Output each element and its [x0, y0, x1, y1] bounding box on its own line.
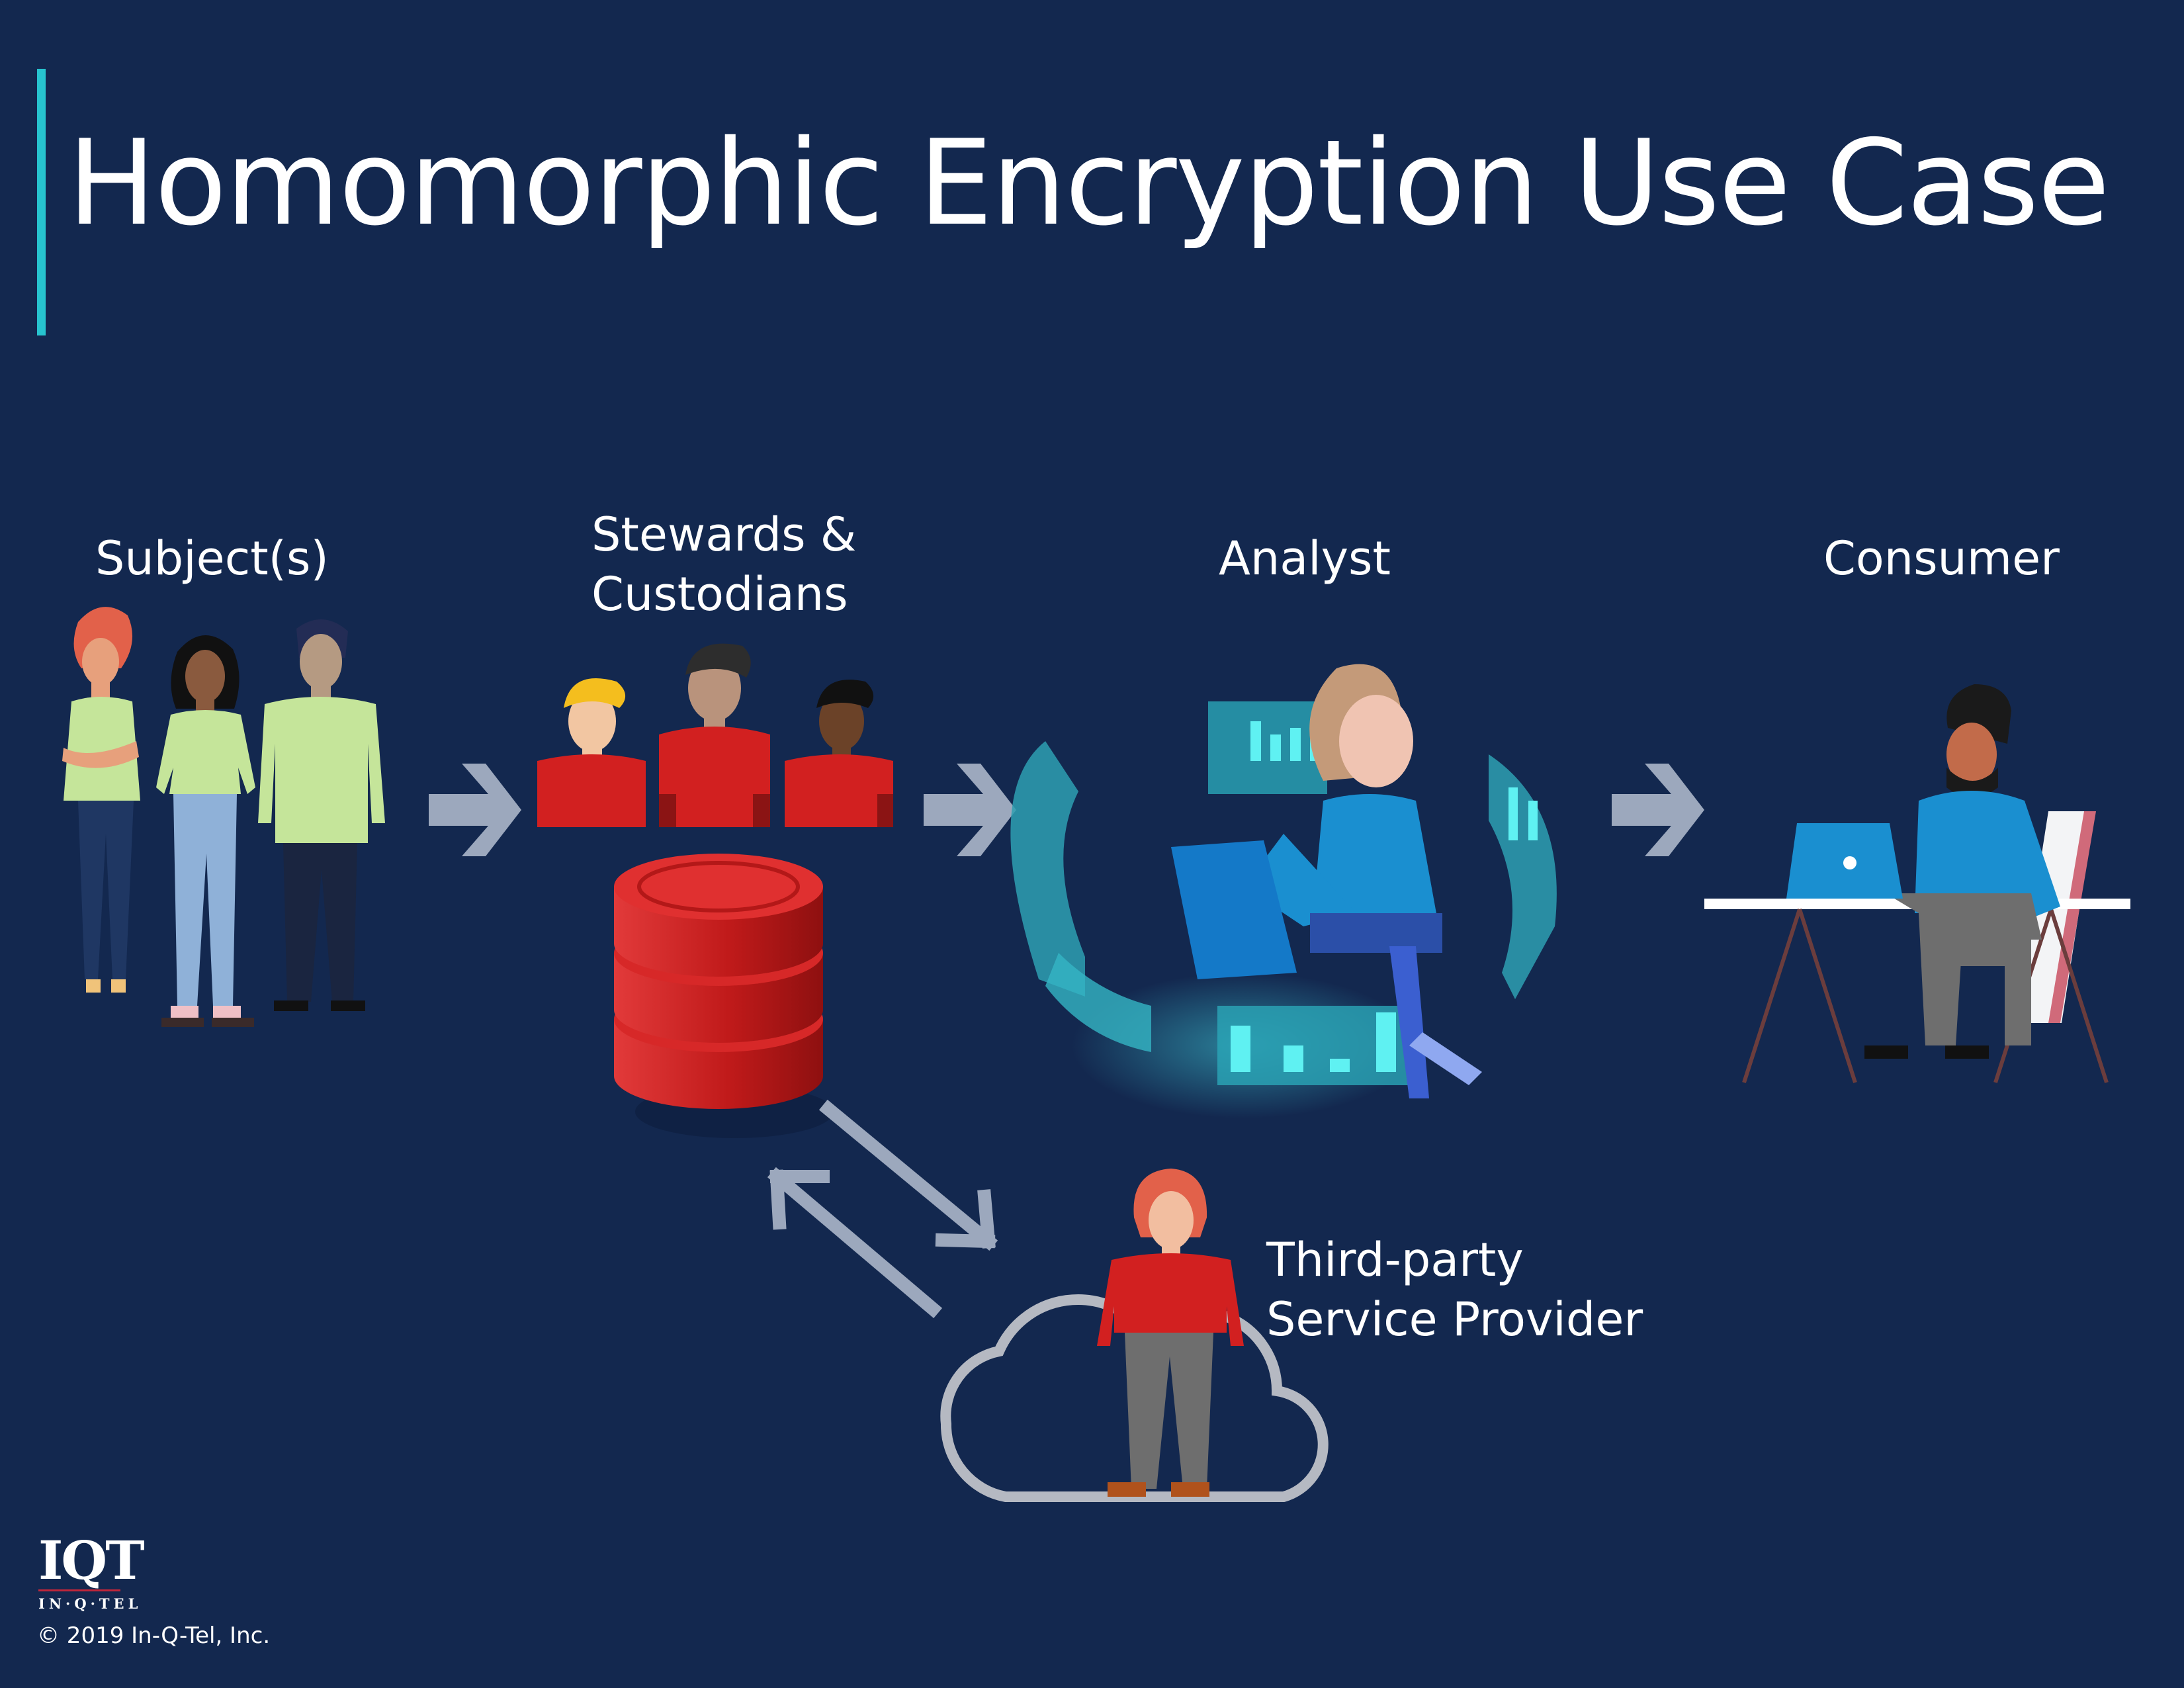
label-stewards-line2: Custodians	[591, 566, 848, 621]
steward-2	[659, 643, 770, 827]
subject-man	[258, 619, 385, 1011]
title-accent-bar	[37, 69, 46, 335]
subjects-group-icon	[62, 607, 385, 1027]
subject-woman-1	[62, 607, 140, 993]
steward-1	[537, 678, 646, 827]
page-title: Homomorphic Encryption Use Case	[67, 114, 2110, 251]
label-consumer: Consumer	[1823, 531, 2060, 586]
subject-woman-2	[156, 635, 255, 1027]
label-third-party-line1: Third-party	[1266, 1233, 1524, 1287]
service-provider-person-icon	[1097, 1169, 1244, 1497]
consumer-desk-icon	[1704, 684, 2130, 1083]
label-third-party-line2: Service Provider	[1266, 1292, 1643, 1347]
arrow-right-icon-1	[429, 764, 521, 856]
label-third-party: Third-party Service Provider	[1266, 1231, 1643, 1349]
logo-rule	[38, 1589, 120, 1591]
analyst-hologram-icon	[1010, 664, 1557, 1118]
copyright-text: © 2019 In-Q-Tel, Inc.	[37, 1622, 271, 1649]
label-stewards-line1: Stewards &	[591, 508, 857, 562]
logo-main-text: IQT	[38, 1529, 145, 1591]
arrow-right-icon-2	[924, 764, 1016, 856]
steward-3	[785, 680, 893, 827]
logo-sub-text: IN·Q·TEL	[38, 1595, 142, 1612]
stewards-group-icon	[537, 643, 893, 827]
arrow-right-icon-3	[1612, 764, 1704, 856]
label-subjects: Subject(s)	[95, 531, 329, 586]
iqt-logo: IQT IN·Q·TEL	[38, 1529, 145, 1612]
double-arrow-icon	[767, 1099, 998, 1319]
database-icon	[614, 854, 834, 1138]
label-analyst: Analyst	[1219, 531, 1391, 586]
label-stewards-custodians: Stewards & Custodians	[591, 506, 856, 624]
